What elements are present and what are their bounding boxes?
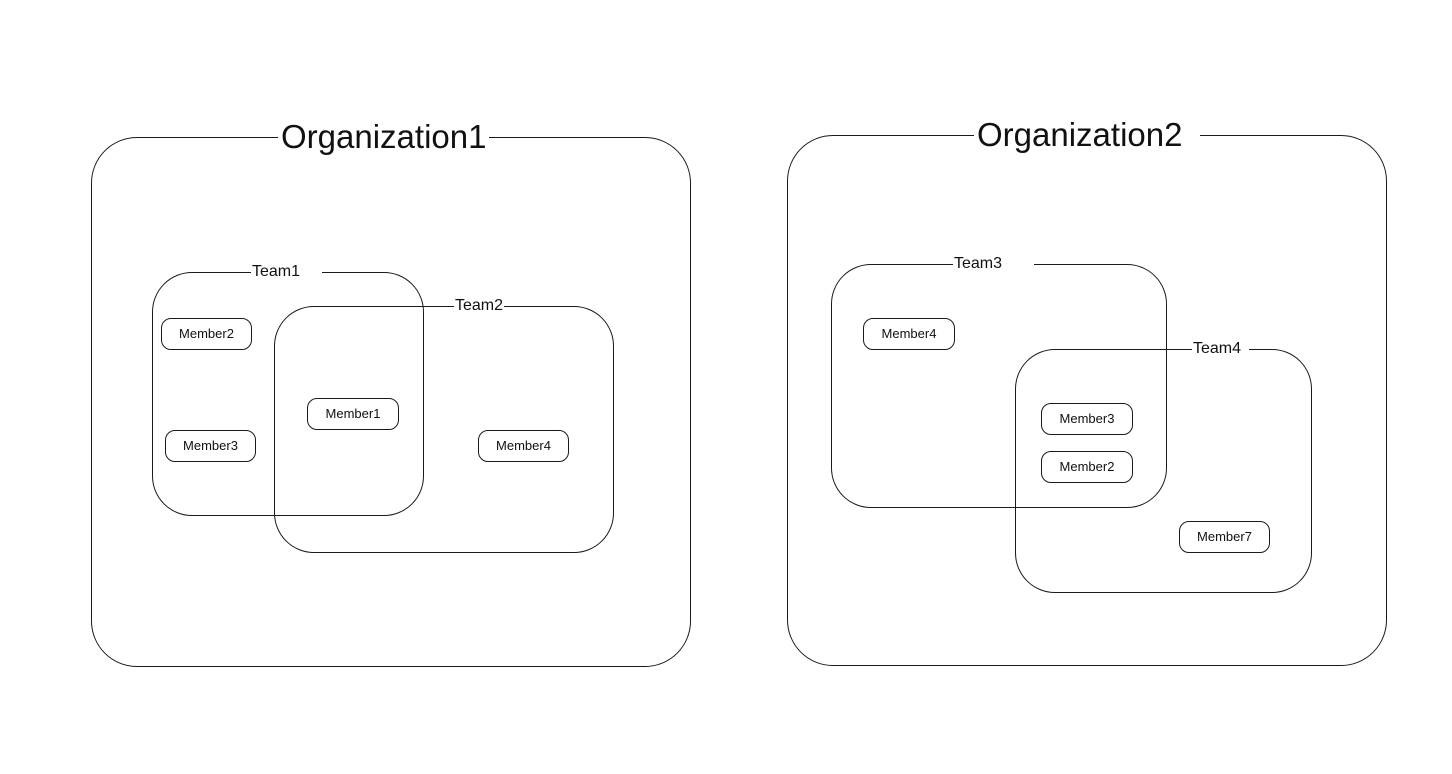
organization-1-title: Organization1 bbox=[278, 120, 490, 153]
member-card[interactable]: Member2 bbox=[161, 318, 252, 350]
team-3-label: Team3 bbox=[953, 256, 1035, 272]
member-card[interactable]: Member2 bbox=[1041, 451, 1133, 483]
team-2-label: Team2 bbox=[454, 297, 505, 314]
organization-2-title: Organization2 bbox=[974, 118, 1201, 151]
team-4-label: Team4 bbox=[1192, 341, 1250, 357]
team-1-label: Team1 bbox=[251, 264, 323, 280]
team-2-box bbox=[274, 306, 614, 553]
member-card[interactable]: Member3 bbox=[1041, 403, 1133, 435]
member-card[interactable]: Member4 bbox=[863, 318, 955, 350]
member-card[interactable]: Member7 bbox=[1179, 521, 1270, 553]
team-4-box bbox=[1015, 349, 1312, 593]
member-card[interactable]: Member4 bbox=[478, 430, 569, 462]
member-card[interactable]: Member3 bbox=[165, 430, 256, 462]
member-card[interactable]: Member1 bbox=[307, 398, 399, 430]
